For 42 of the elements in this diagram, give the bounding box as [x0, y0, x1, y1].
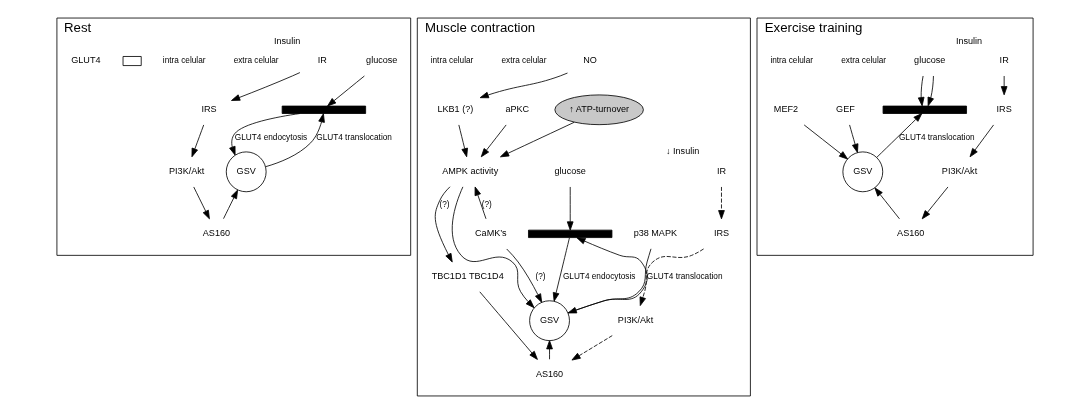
node-text: AS160 [202, 228, 230, 239]
node-text: PI3K/Akt [941, 166, 977, 177]
node-label: Insulin [955, 35, 982, 46]
edge-label: (?) [534, 271, 545, 281]
node-text: glucose [365, 55, 397, 66]
label: extra celular [233, 56, 279, 66]
node-text: glucose [554, 166, 586, 177]
node-text: IR [999, 55, 1009, 66]
label: extra celular [500, 56, 546, 66]
edge-label: (?) [481, 200, 492, 210]
legend-label: GLUT4 [70, 55, 100, 66]
node-text: PI3K/Akt [168, 166, 204, 177]
label: intra celular [769, 56, 813, 66]
node-text: p38 MAPK [633, 228, 677, 239]
node-text: TBC1D1 TBC1D4 [431, 271, 504, 282]
node-text: IR [716, 166, 726, 177]
node-text: AS160 [535, 368, 563, 379]
node-text: NO [582, 55, 597, 66]
edge-label: GLUT4 endocytosis [562, 271, 635, 281]
edge-label: GLUT4 endocytosis [234, 133, 307, 143]
node-label: Insulin [273, 35, 300, 46]
node-text: CaMK’s [474, 228, 507, 239]
node-text: LKB1 (?) [436, 104, 473, 115]
edge-label: GLUT4 translocation [898, 133, 975, 143]
node-text: AS160 [896, 228, 924, 239]
node-text: PI3K/Akt [617, 315, 653, 326]
node-text: aPKC [504, 104, 529, 115]
node-text: glucose [913, 55, 945, 66]
node-text: AMPK activity [441, 166, 498, 177]
node-label: ↓ Insulin [665, 146, 699, 157]
node-text: IR [317, 55, 327, 66]
edge-label: (?) [439, 200, 450, 210]
node-text: IRS [713, 228, 729, 239]
edge-label: GLUT4 translocation [315, 133, 392, 143]
node-text: MEF2 [773, 104, 798, 115]
label: intra celular [430, 56, 473, 66]
node-text: GEF [835, 104, 855, 115]
label: intra celular [162, 56, 206, 66]
label: extra celular [840, 56, 886, 66]
node-text: IRS [996, 104, 1012, 115]
edge-label: GLUT4 translocation [646, 271, 723, 281]
node-text: IRS [200, 104, 217, 115]
